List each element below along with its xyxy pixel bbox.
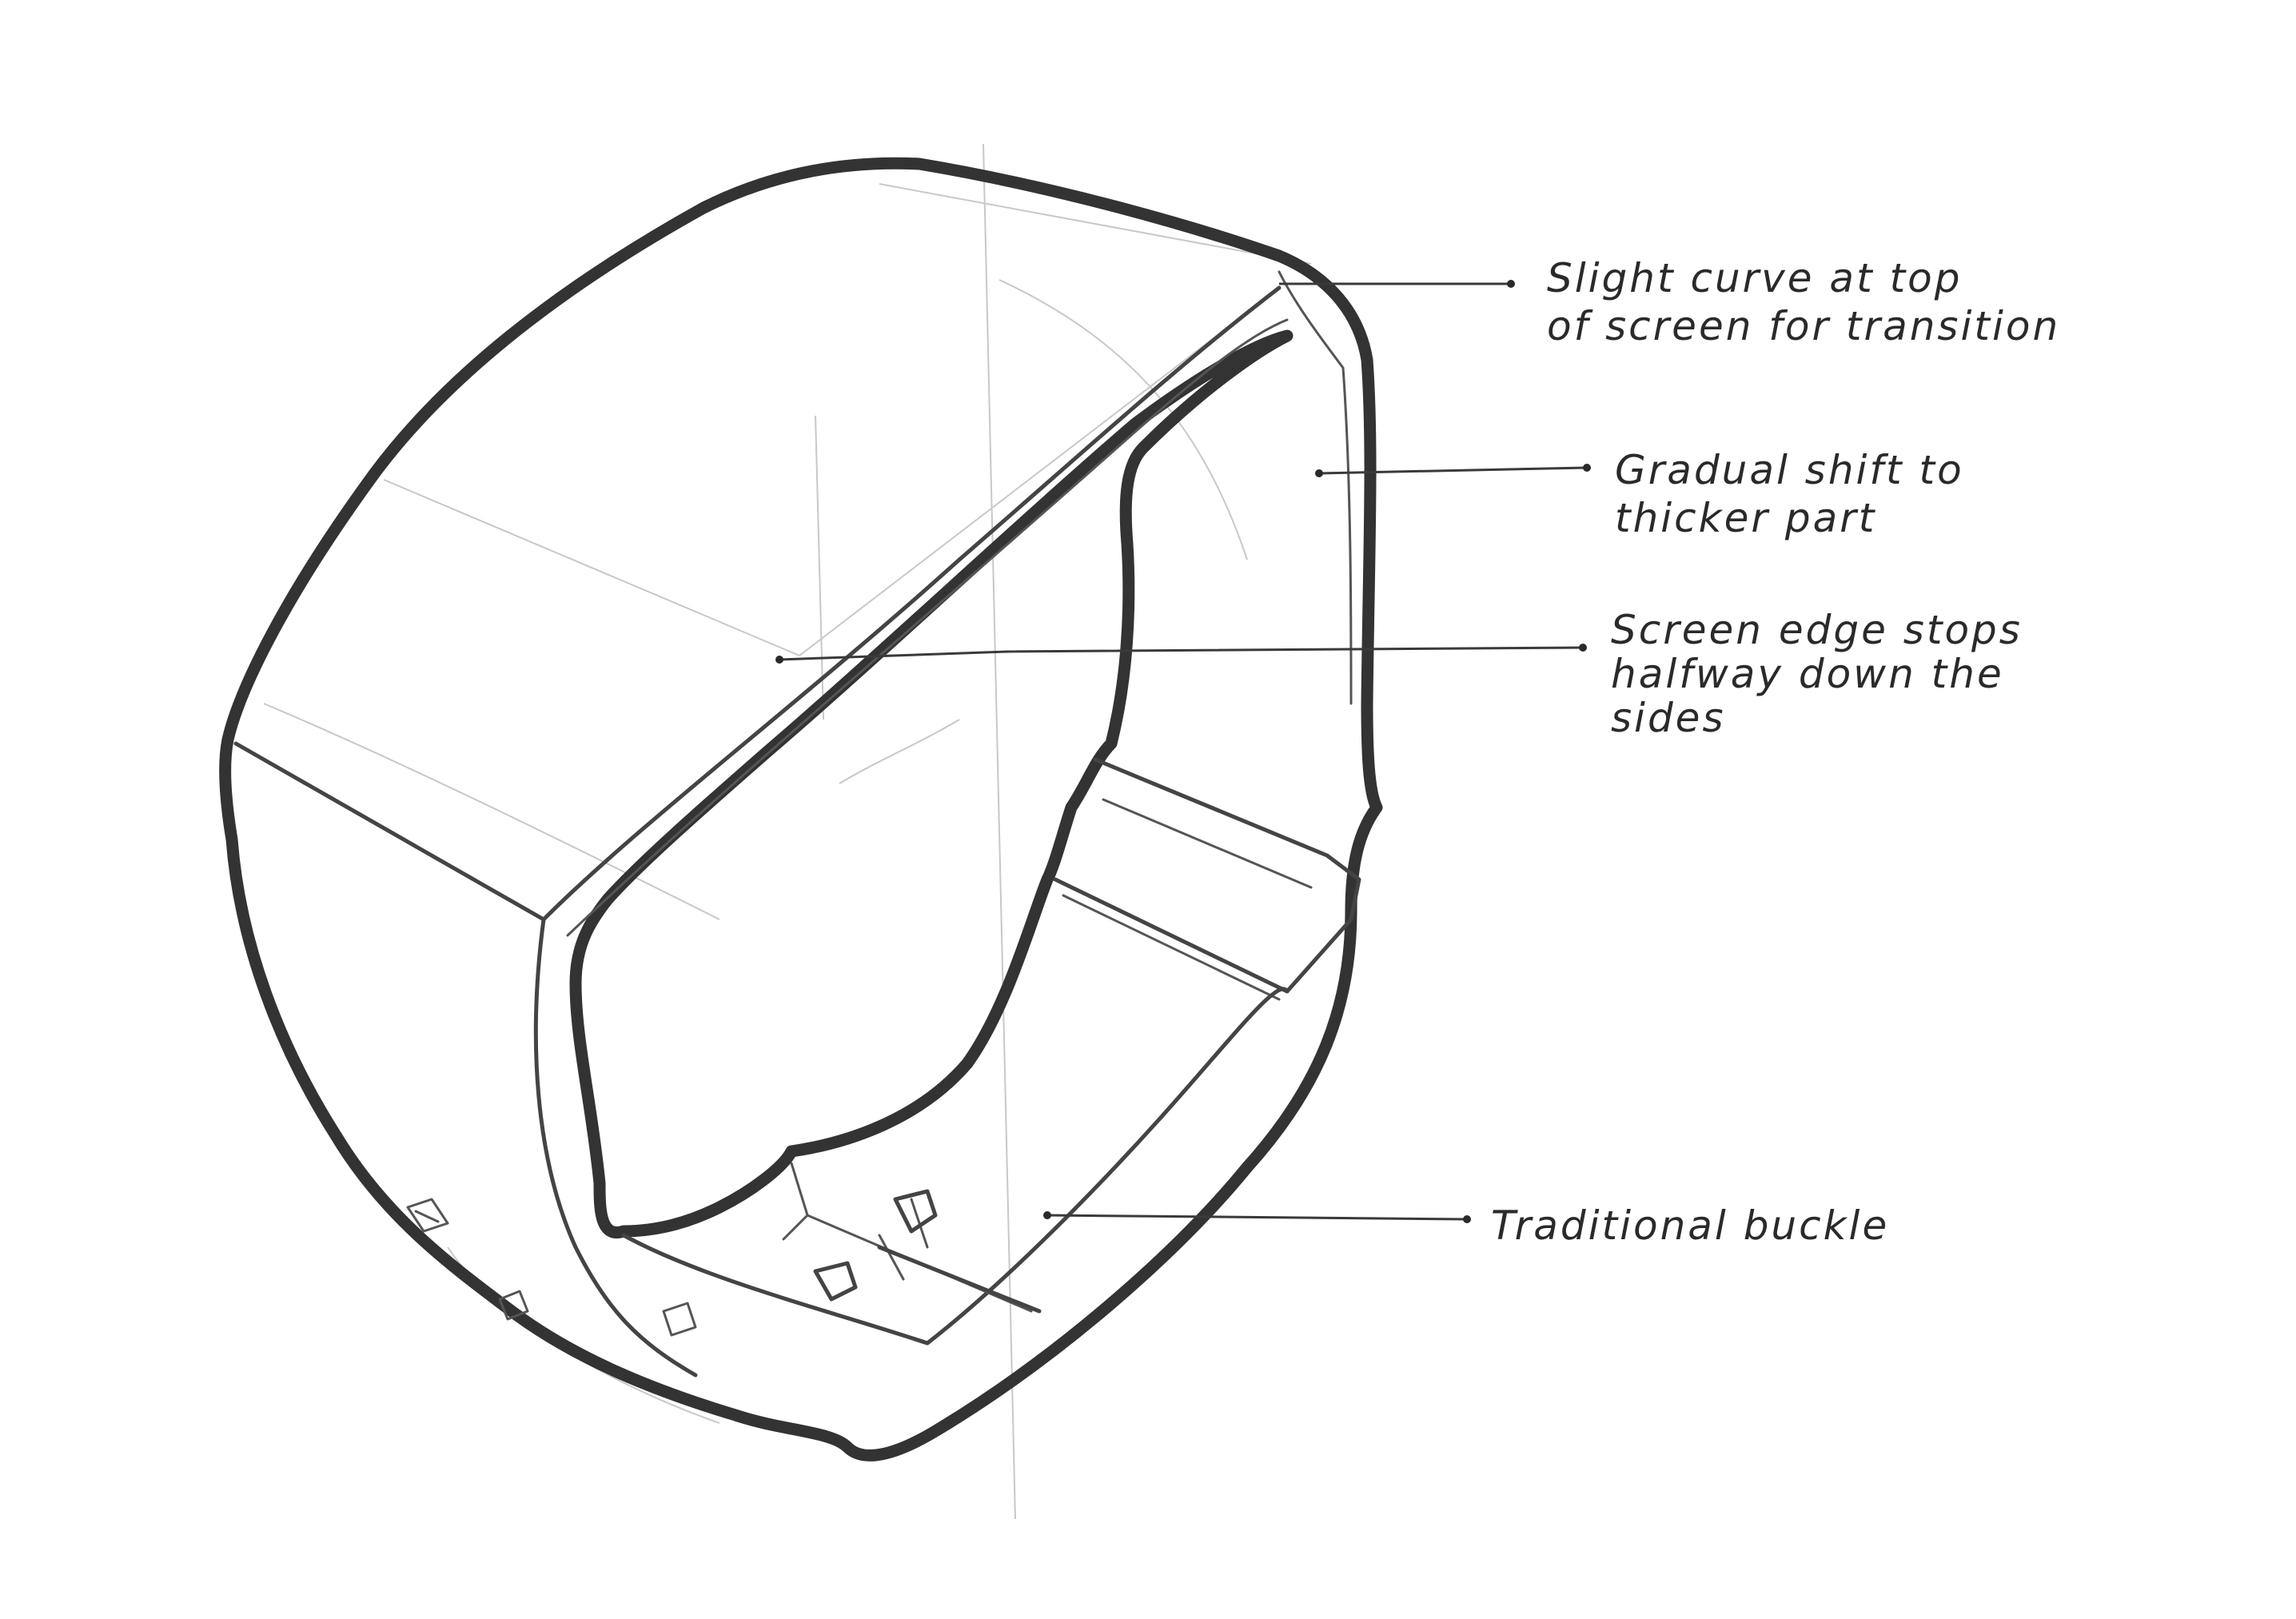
- annotation-screen-edge-line-2: halfway down the: [1611, 651, 2004, 697]
- leader-buckle: [1047, 1215, 1467, 1219]
- annotation-gradual-shift-line-1: Gradual shift to: [1615, 447, 1964, 493]
- strap-hole: [664, 1303, 696, 1335]
- screen-side-edge: [536, 919, 696, 1375]
- annotation-buckle-line-1: Traditional buckle: [1491, 1202, 1889, 1249]
- buckle-prong: [815, 1191, 1039, 1311]
- annotation-gradual-shift-line-2: thicker part: [1615, 495, 1876, 541]
- leader-dot-gradual-shift: [1315, 469, 1323, 477]
- annotations: Slight curve at top of screen for transi…: [1491, 255, 2060, 1249]
- leader-dot-buckle: [1043, 1211, 1051, 1219]
- watch-band: [225, 163, 1377, 1455]
- leader-dot-curve-top: [1507, 280, 1515, 288]
- construction-lines: [264, 144, 1311, 1519]
- outer-band-outline: [225, 163, 1377, 1455]
- annotation-screen-edge-line-1: Screen edge stops: [1611, 607, 2023, 653]
- leader-dot-buckle-end: [1463, 1215, 1471, 1223]
- annotation-screen-edge-line-3: sides: [1611, 695, 1726, 741]
- leader-dot-screen-edge: [775, 656, 783, 664]
- leader-screen-edge: [779, 648, 1583, 660]
- annotation-curve-top-line-1: Slight curve at top: [1547, 255, 1963, 301]
- buckle-loop: [1055, 760, 1359, 991]
- leader-gradual-shift: [1319, 468, 1587, 473]
- annotation-curve-top-line-2: of screen for transition: [1547, 303, 2060, 349]
- leader-dot-gradual-shift-end: [1583, 464, 1591, 472]
- bottom-strap-edge: [624, 989, 1287, 1343]
- leader-dot-screen-edge-end: [1579, 644, 1587, 652]
